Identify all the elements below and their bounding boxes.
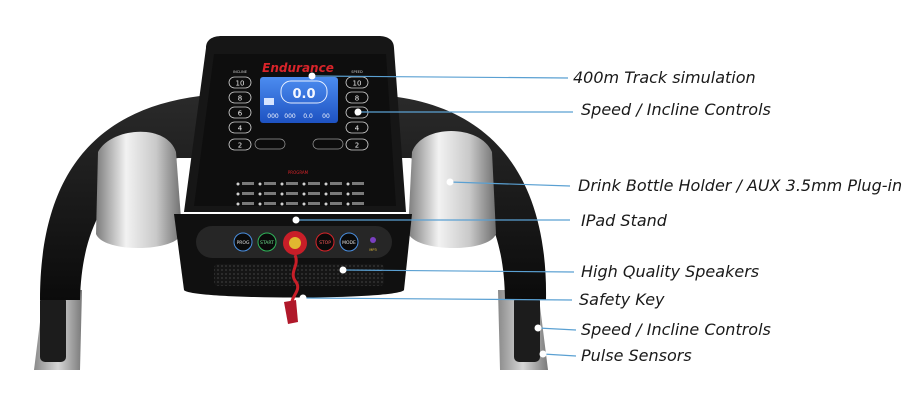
callout-track-simulation: 400m Track simulation	[573, 68, 756, 87]
incline-button[interactable]	[228, 91, 252, 104]
lcd-screen	[260, 77, 338, 123]
callout-dots	[292, 72, 547, 358]
mode-button[interactable]	[339, 232, 359, 252]
program-profiles	[236, 182, 364, 206]
speed-button[interactable]	[345, 91, 369, 104]
mp3-jack[interactable]	[370, 237, 376, 243]
prog-button[interactable]	[233, 232, 253, 252]
speed-button-label: 8	[355, 95, 359, 103]
lcd-main-value: 0.0	[292, 87, 315, 102]
incline-button[interactable]	[228, 106, 252, 119]
safety-key-clip	[284, 300, 298, 324]
incline-label: INCLINE	[233, 70, 247, 74]
start-button[interactable]	[257, 232, 277, 252]
incline-button-label: 6	[238, 110, 243, 118]
callout-safety-key: Safety Key	[579, 290, 665, 309]
stop-button[interactable]	[315, 232, 335, 252]
incline-button-label: 8	[238, 95, 242, 103]
lcd-stat-1: 000	[267, 113, 279, 120]
callout-ipad-stand: IPad Stand	[581, 211, 667, 230]
incline-button[interactable]	[228, 76, 252, 89]
stop-button-label: STOP	[319, 240, 331, 246]
callout-bottle-holder: Drink Bottle Holder / AUX 3.5mm Plug-in	[578, 176, 903, 195]
lcd-stat-4: 00	[322, 113, 330, 120]
callout-speed-incline-bottom: Speed / Incline Controls	[581, 320, 771, 339]
callout-pulse-sensors: Pulse Sensors	[581, 346, 692, 365]
speed-button-label: 10	[353, 80, 362, 88]
start-button-label: START	[260, 240, 274, 246]
speed-button[interactable]	[345, 121, 369, 134]
incline-button-label: 2	[238, 142, 242, 150]
left-bottle-holder	[96, 131, 182, 249]
incline-rocker-button[interactable]	[254, 138, 286, 150]
lcd-icon	[264, 98, 274, 105]
lcd-stat-2: 000	[284, 113, 296, 120]
brand-logo: Endurance	[262, 61, 334, 75]
speaker-grille	[214, 264, 384, 286]
lcd-track-oval	[280, 80, 328, 104]
incline-button[interactable]	[228, 138, 252, 151]
callout-leaders	[296, 75, 577, 357]
callout-speed-incline-top: Speed / Incline Controls	[581, 100, 771, 119]
speed-rocker-button[interactable]	[312, 138, 344, 150]
speed-button-label: 2	[355, 142, 359, 150]
safety-key-center	[289, 237, 301, 249]
incline-button-label: 4	[238, 125, 243, 133]
program-label: PROGRAM	[288, 170, 309, 175]
prog-button-label: PROG	[237, 240, 250, 246]
incline-button-label: 10	[236, 80, 245, 88]
callout-speakers: High Quality Speakers	[581, 262, 760, 281]
incline-button[interactable]	[228, 121, 252, 134]
incline-quick-keys: 10 8 6 4 2	[228, 76, 252, 151]
right-handle-grip	[514, 296, 540, 362]
speed-label: SPEED	[351, 70, 363, 74]
mp3-label: MP3	[369, 248, 376, 252]
speed-button[interactable]	[345, 76, 369, 89]
mode-button-label: MODE	[342, 240, 356, 246]
speed-quick-keys: 10 8 6 4 2	[345, 76, 369, 151]
right-bottle-holder	[408, 131, 496, 249]
speed-button-label: 4	[355, 125, 360, 133]
left-handle-grip	[40, 296, 66, 362]
lcd-stat-3: 0.0	[303, 113, 313, 120]
speed-button[interactable]	[345, 138, 369, 151]
